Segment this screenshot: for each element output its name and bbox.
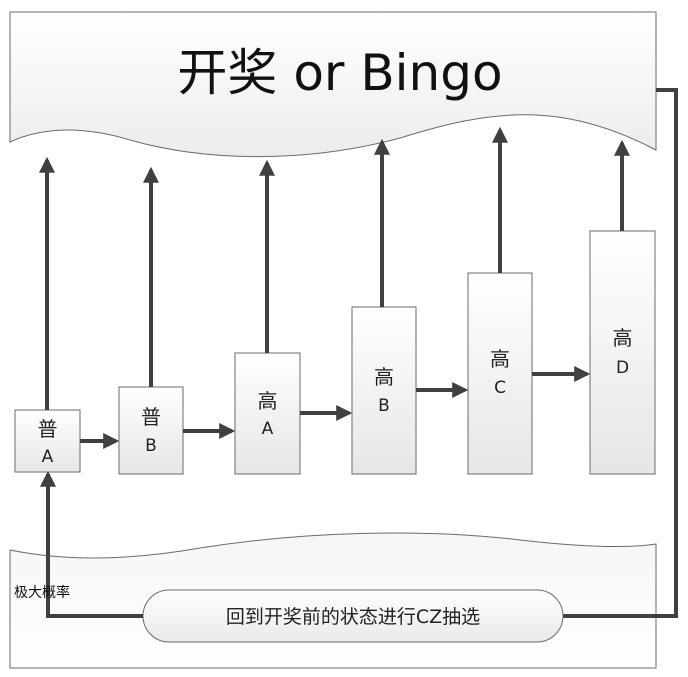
state-box-line1: 普 [141,405,161,429]
state-box-line1: 普 [38,417,58,441]
state-box-line1: 高 [258,389,278,413]
state-box-line2: D [616,358,629,378]
state-box-normal-a: 普 A [14,409,81,473]
state-box-normal-b: 普 B [118,386,184,475]
state-box-line2: A [262,419,274,439]
reset-action-label: 回到开奖前的状态进行CZ抽选 [226,606,480,628]
return-loop-connector [656,88,678,618]
bingo-banner [9,11,657,158]
state-box-high-d: 高 D [589,230,656,475]
probability-connector [40,470,143,618]
state-box-line2: B [378,396,390,416]
state-box-high-c: 高 C [467,272,533,475]
state-box-line1: 高 [374,365,394,389]
state-box-line2: C [494,378,506,398]
state-box-high-b: 高 B [351,306,417,475]
state-box-line1: 高 [490,347,510,371]
probability-label: 极大概率 [14,584,70,601]
state-box-line1: 高 [613,326,633,350]
state-box-line2: A [42,447,54,467]
state-box-line2: B [145,436,157,456]
state-box-high-a: 高 A [234,352,301,475]
banner-title: 开奖 or Bingo [177,44,502,102]
